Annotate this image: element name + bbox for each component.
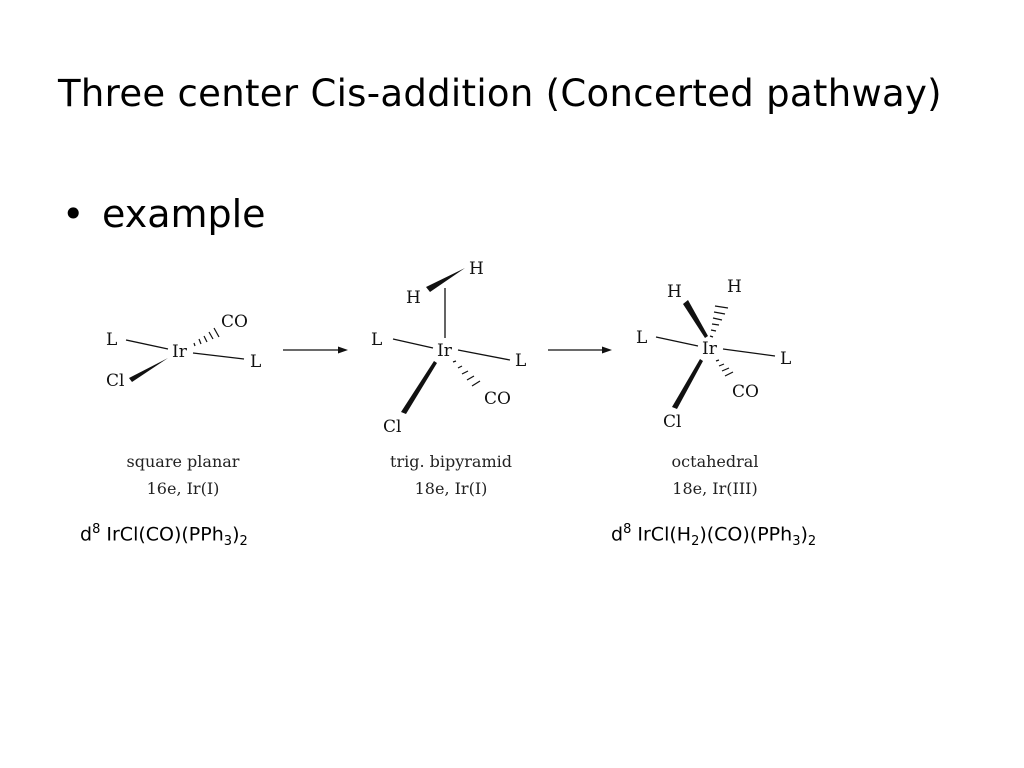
wedge-bond-H-left	[683, 300, 708, 338]
wedge-bond-Cl	[672, 359, 703, 409]
ligand-L-right: L	[250, 352, 261, 372]
ligand-CO: CO	[221, 312, 248, 332]
bond-Ir-L-right	[192, 352, 245, 360]
formula-subscript: 2	[807, 534, 817, 550]
formula-part: IrCl(H	[637, 523, 692, 546]
slide-title: Three center Cis-addition (Concerted pat…	[58, 72, 942, 115]
ligand-H-right: H	[727, 277, 742, 297]
formula-subscript: 2	[239, 534, 248, 550]
wedge-bond-Cl	[401, 361, 437, 414]
reaction-arrow-2	[548, 346, 612, 354]
ligand-L-left: L	[371, 330, 382, 350]
bullet-text: example	[102, 192, 266, 236]
formula-reactant: d8 IrCl(CO)(PPh3)2	[80, 522, 248, 549]
formula-product: d8 IrCl(H2)(CO)(PPh3)2	[611, 522, 816, 549]
ligand-CO: CO	[484, 389, 511, 409]
caption-geometry: trig. bipyramid	[390, 452, 512, 471]
formula-part: )(CO)(PPh	[699, 523, 793, 546]
reaction-arrow-1	[283, 346, 348, 354]
caption-electron-count: 18e, Ir(I)	[415, 479, 488, 498]
wedge-bond-Cl	[129, 358, 168, 382]
formula-subscript: 3	[792, 534, 801, 550]
hashed-bond-CO	[452, 360, 481, 387]
metal-center-Ir: Ir	[437, 341, 453, 361]
hashed-bond-H-right	[709, 305, 729, 338]
formula-d: d	[80, 523, 93, 546]
ligand-L-left: L	[106, 330, 117, 350]
ligand-CO: CO	[732, 382, 759, 402]
formula-d-superscript: 8	[92, 522, 101, 537]
ligand-L-left: L	[636, 328, 647, 348]
formula-d: d	[611, 523, 624, 546]
metal-center-Ir: Ir	[172, 342, 188, 362]
bond-Ir-L-left	[125, 339, 169, 350]
ligand-Cl: Cl	[106, 371, 124, 391]
bullet-dot: •	[62, 192, 85, 236]
structure-octahedral: H H L Ir L CO Cl octahedral 18e, Ir(III)	[636, 277, 791, 498]
ligand-L-right: L	[780, 349, 791, 369]
formula-d-superscript: 8	[623, 522, 632, 537]
bond-Ir-L-left	[655, 336, 699, 347]
formula-subscript: 2	[691, 534, 700, 550]
bond-Ir-L-right	[457, 349, 511, 361]
ligand-Cl: Cl	[383, 417, 401, 437]
caption-electron-count: 16e, Ir(I)	[147, 479, 220, 498]
ligand-L-right: L	[515, 351, 526, 371]
bond-Ir-L-right	[722, 348, 776, 357]
ligand-H-left: H	[406, 288, 421, 308]
wedge-bond-H-H	[426, 268, 465, 292]
formula-part: )	[800, 523, 808, 546]
metal-center-Ir: Ir	[702, 339, 718, 359]
caption-geometry: octahedral	[672, 452, 759, 471]
hashed-bond-CO	[715, 359, 734, 377]
ligand-Cl: Cl	[663, 412, 681, 432]
caption-electron-count: 18e, Ir(III)	[672, 479, 757, 498]
structure-trig-bipyramid: H H L Ir L CO Cl trig. bipyramid 18e, Ir…	[371, 259, 526, 498]
bullet-item: • example	[62, 192, 266, 236]
ligand-H-top: H	[469, 259, 484, 279]
hashed-bond-CO	[193, 327, 220, 347]
ligand-H-left: H	[667, 282, 682, 302]
bond-Ir-L-left	[392, 338, 434, 349]
formula-part: )	[232, 523, 240, 546]
caption-geometry: square planar	[127, 452, 240, 471]
formula-subscript: 3	[223, 534, 233, 550]
formula-part: IrCl(CO)(PPh	[106, 523, 224, 546]
structure-square-planar: L Cl Ir CO L square planar 16e, Ir(I)	[106, 312, 261, 498]
